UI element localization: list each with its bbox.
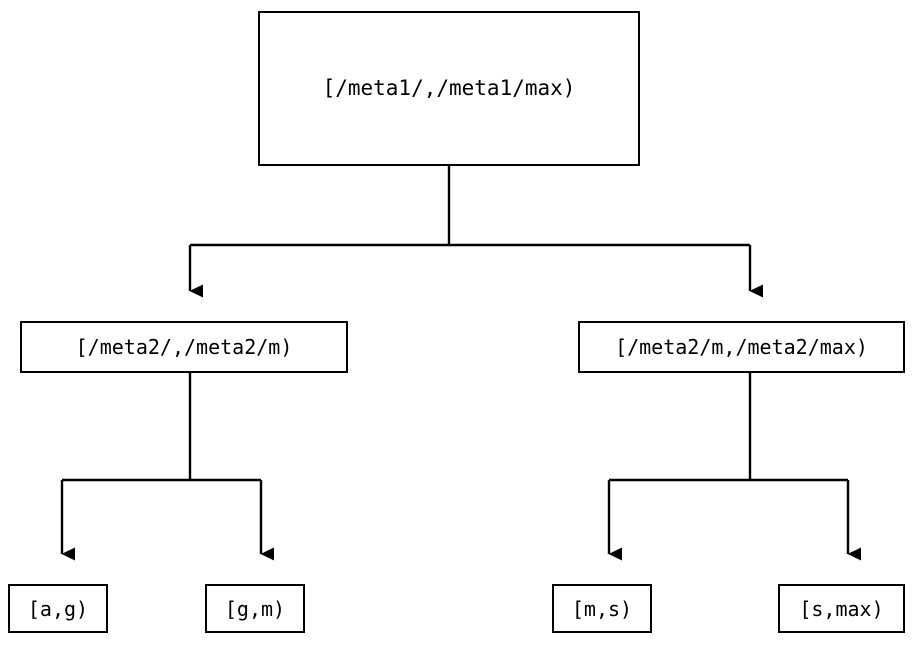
tree-node-leaf-a-g-label: [a,g) [27,596,89,621]
tree-node-leaf-s-max-label: [s,max) [799,596,884,621]
tree-node-leaf-g-m[interactable]: [g,m) [205,584,305,633]
tree-node-root-label: [/meta1/,/meta1/max) [322,76,576,100]
tree-node-leaf-s-max[interactable]: [s,max) [778,584,905,633]
tree-node-mid-left-label: [/meta2/,/meta2/m) [75,335,293,359]
tree-node-mid-right-label: [/meta2/m,/meta2/max) [615,335,868,359]
tree-node-leaf-m-s-label: [m,s) [571,596,633,621]
tree-node-leaf-a-g[interactable]: [a,g) [8,584,108,633]
tree-node-leaf-m-s[interactable]: [m,s) [552,584,652,633]
tree-node-leaf-g-m-label: [g,m) [224,596,286,621]
tree-node-root[interactable]: [/meta1/,/meta1/max) [258,11,640,166]
tree-node-mid-right[interactable]: [/meta2/m,/meta2/max) [578,321,905,373]
tree-node-mid-left[interactable]: [/meta2/,/meta2/m) [20,321,348,373]
